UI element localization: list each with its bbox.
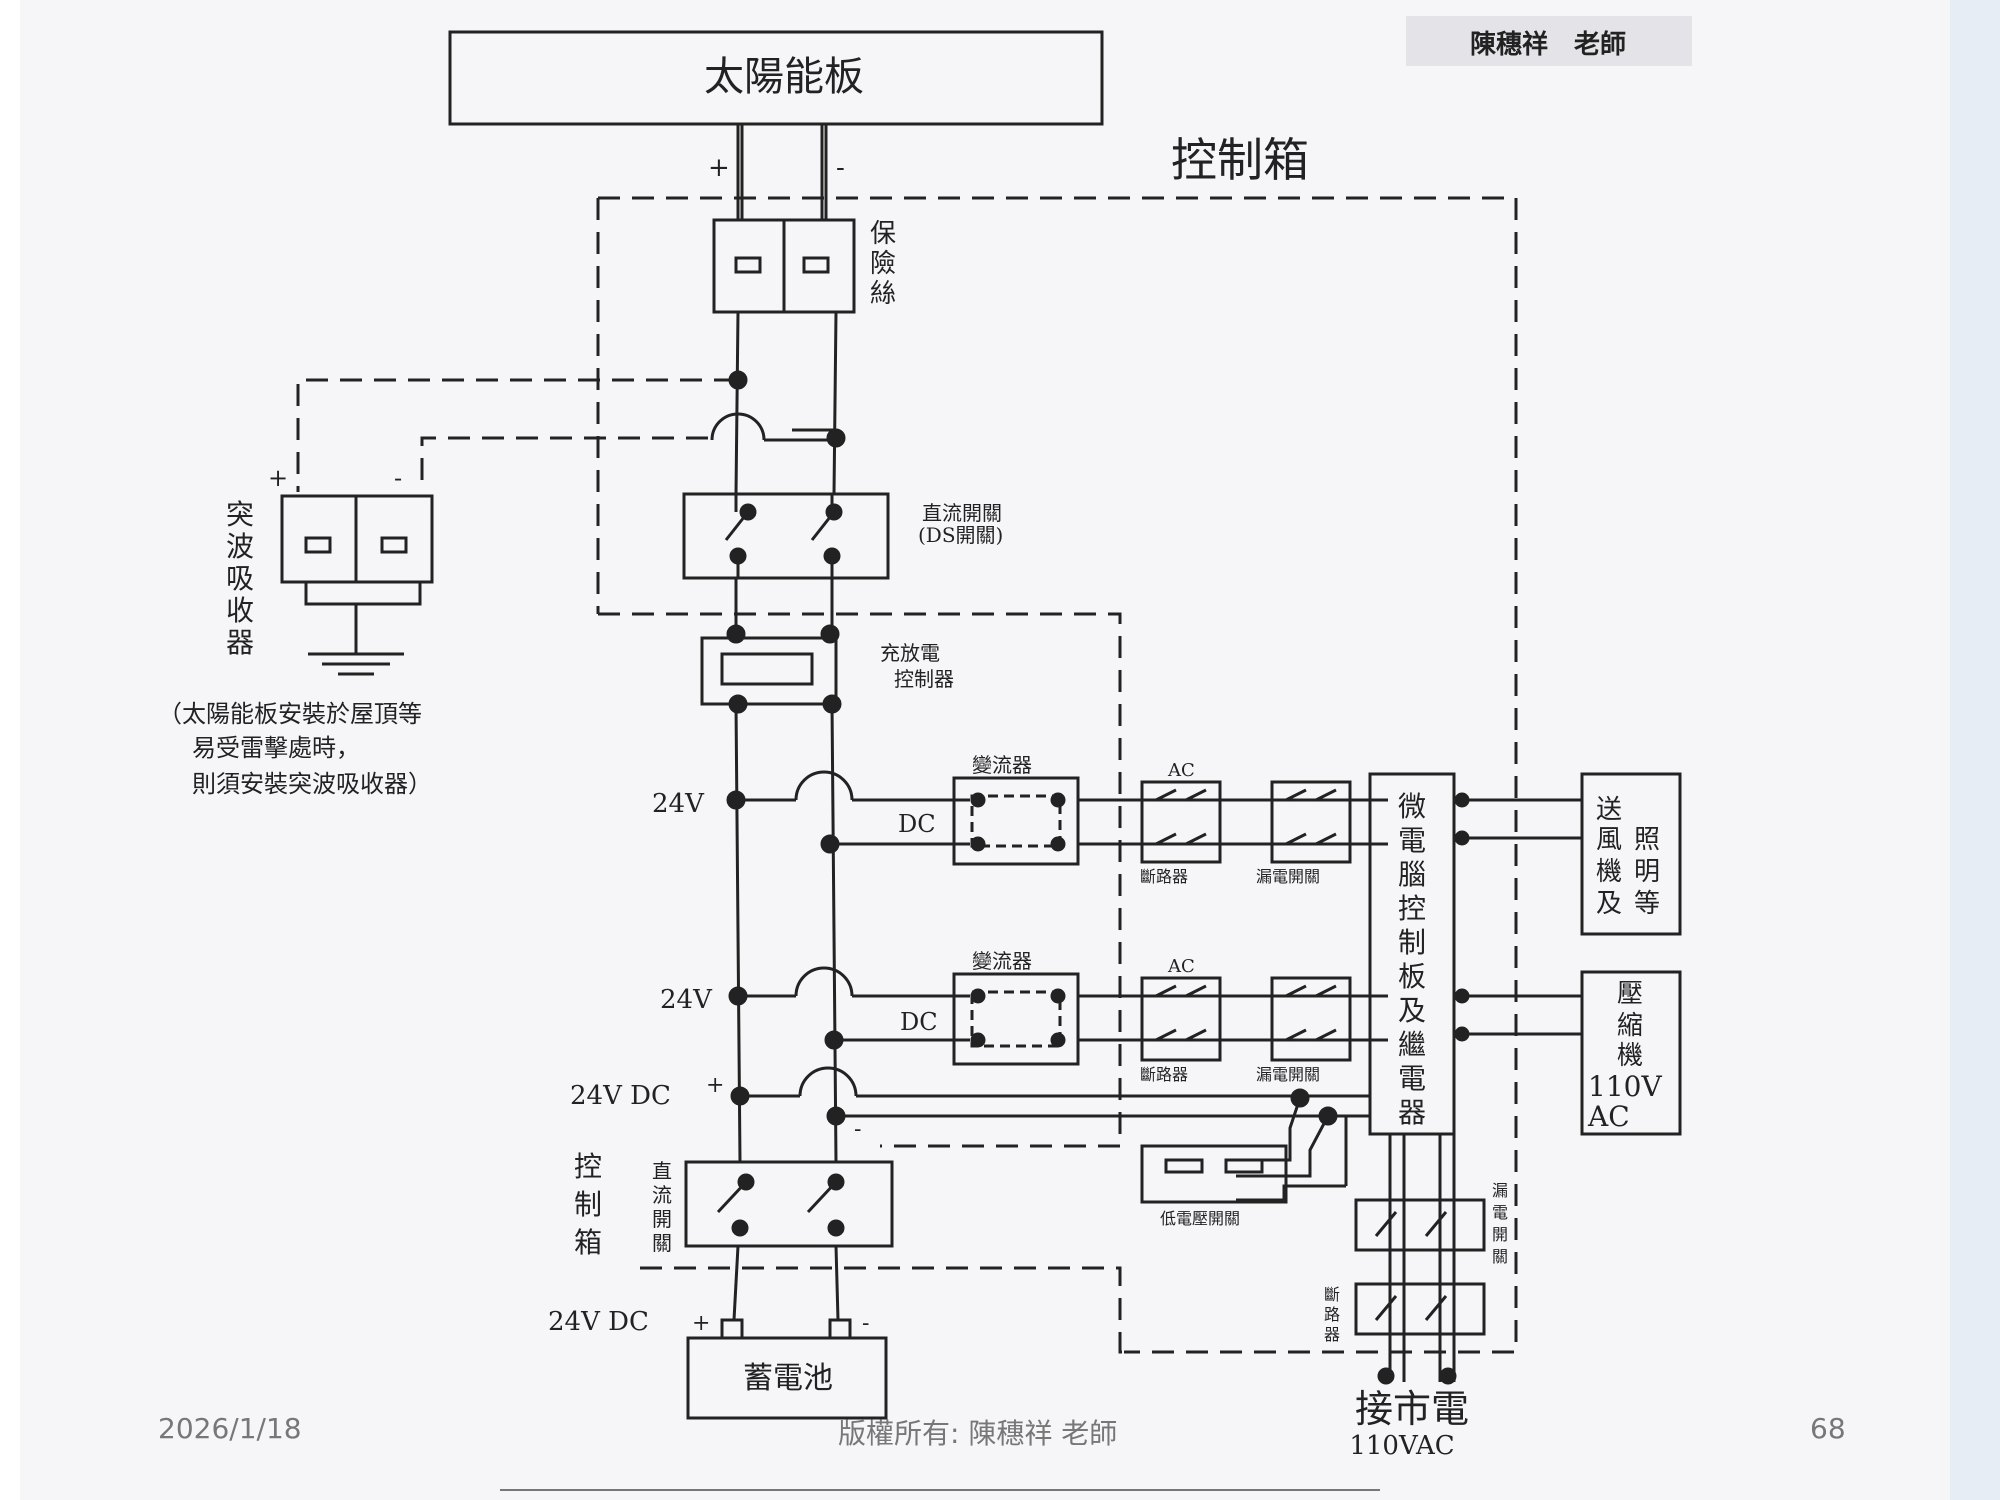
grid-leakage-switch-label: 漏電開關 <box>1492 1181 1508 1266</box>
fan-light-label: 送 風照 機明 及等 <box>1596 795 1668 919</box>
junction-dot <box>728 370 748 390</box>
v24dc-mid-plus: + <box>706 1073 724 1098</box>
microcomputer-board-box <box>1368 772 1456 1136</box>
footer-page-number: 68 <box>1810 1412 1846 1445</box>
grid-breaker-label: 斷路器 <box>1324 1285 1340 1344</box>
battery-box <box>686 1336 888 1420</box>
dc-switch-lower-box <box>684 1160 894 1248</box>
footer-copyright: 版權所有: 陳穗祥 老師 <box>838 1417 1118 1450</box>
junction-dot <box>726 624 746 644</box>
grid-leakage-switch-box <box>1354 1198 1486 1252</box>
breaker2-ac-label: AC <box>1167 956 1195 977</box>
charge-controller-label-1: 充放電 <box>880 641 940 665</box>
surge-plus: + <box>268 464 288 492</box>
surge-absorber-label: 突波吸收器 <box>226 498 254 659</box>
charge-controller-display <box>720 652 814 686</box>
grid-power-label: 接市電 <box>1355 1387 1469 1431</box>
fuse-label: 保險絲 <box>870 219 896 309</box>
note-line-3: 則須安裝突波吸收器） <box>192 770 432 798</box>
low-voltage-switch-box <box>1140 1144 1288 1204</box>
breaker2-box <box>1140 976 1222 1062</box>
inverter2-label: 變流器 <box>972 949 1032 973</box>
teacher-label-box <box>1406 16 1692 66</box>
dc-switch-label: 直流開關 <box>922 501 1002 525</box>
compressor-ac: AC <box>1587 1100 1630 1133</box>
compressor-voltage: 110V <box>1588 1070 1662 1103</box>
branch1-24v-label: 24V <box>652 789 705 819</box>
battery-label: 蓄電池 <box>743 1361 833 1396</box>
v24dc-battery-label: 24V DC <box>548 1307 649 1337</box>
note-line-1: （太陽能板安裝於屋頂等 <box>158 700 422 728</box>
surge-base <box>304 580 422 606</box>
battery-plus: + <box>692 1311 710 1336</box>
charge-controller-label-2: 控制器 <box>894 667 954 691</box>
breaker1-box <box>1140 780 1222 864</box>
junction-dot <box>728 694 748 714</box>
charge-controller-box <box>700 636 838 706</box>
solar-panel-box <box>448 30 1104 126</box>
grid-voltage-label: 110VAC <box>1349 1431 1454 1461</box>
panel-minus: - <box>836 153 845 183</box>
slide-decoration <box>1940 0 2000 1500</box>
branch2-dc-label: DC <box>900 1008 938 1036</box>
control-box-side-label: 控制箱 <box>574 1150 602 1259</box>
surge-element-left <box>304 536 332 554</box>
main-wires <box>732 124 840 1321</box>
v24dc-mid-label: 24V DC <box>570 1081 671 1111</box>
junction-dot <box>822 694 842 714</box>
v24dc-mid-minus: - <box>854 1117 861 1142</box>
panel-plus: + <box>708 153 730 183</box>
branch1-dc-label: DC <box>898 810 936 838</box>
inverter1-box <box>952 776 1080 866</box>
battery-minus: - <box>862 1311 869 1336</box>
footer-date: 2026/1/18 <box>158 1412 302 1445</box>
fuse-element-right <box>802 256 830 274</box>
breaker2-label: 斷路器 <box>1140 1065 1188 1084</box>
fuse-element-left <box>734 256 762 274</box>
dc-switch-sub-label: (DS開關) <box>918 523 1003 547</box>
inverter2-box <box>952 972 1080 1066</box>
surge-minus: - <box>394 464 402 492</box>
fan-light-box <box>1580 772 1682 936</box>
control-box-title: 控制箱 <box>1171 133 1309 187</box>
dc-switch-box <box>682 492 890 580</box>
branch2-24v-label: 24V <box>660 985 713 1015</box>
dc-switch-lower-label: 直流開關 <box>652 1159 672 1255</box>
microcomputer-label: 微電腦控制板及繼電器 <box>1398 790 1426 1129</box>
upper-control-box-dashed <box>596 196 1518 1354</box>
solar-panel-label: 太陽能板 <box>704 54 864 100</box>
teacher-label: 陳穗祥 老師 <box>1470 30 1626 60</box>
note-line-2: 易受雷擊處時， <box>192 734 360 762</box>
scanned-page <box>20 0 1950 1500</box>
surge-element-right <box>380 536 408 554</box>
grid-breaker-box <box>1354 1282 1486 1336</box>
breaker1-label: 斷路器 <box>1140 867 1188 886</box>
leakage-switch1-box <box>1270 780 1352 864</box>
inverter1-label: 變流器 <box>972 753 1032 777</box>
low-voltage-switch-label: 低電壓開關 <box>1160 1209 1240 1228</box>
leakage-switch2-label: 漏電開關 <box>1256 1065 1320 1084</box>
breaker1-ac-label: AC <box>1167 760 1195 781</box>
compressor-label: 壓縮機 <box>1617 979 1643 1071</box>
wire-crossover <box>710 412 766 441</box>
leakage-switch1-label: 漏電開關 <box>1256 867 1320 886</box>
surge-wiring <box>296 378 736 492</box>
compressor-box <box>1580 970 1682 1136</box>
leakage-switch2-box <box>1270 976 1352 1062</box>
junction-dot <box>826 428 846 448</box>
